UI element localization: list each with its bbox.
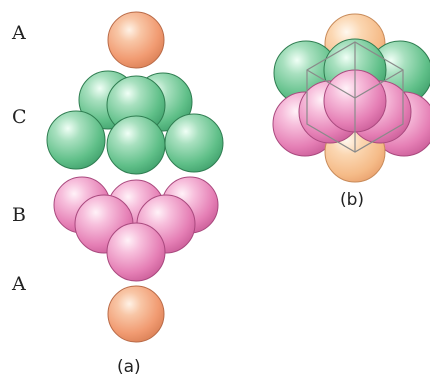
sphere-b-front bbox=[106, 222, 166, 282]
caption-b: (b) bbox=[340, 190, 365, 210]
layer-a-bottom bbox=[107, 285, 165, 343]
sphere-c-front-3 bbox=[164, 113, 224, 173]
layer-label-c: C bbox=[12, 106, 27, 128]
cube-edge-inner-3 bbox=[354, 69, 404, 99]
layer-label-a-top: A bbox=[12, 22, 26, 44]
layer-a-top bbox=[107, 11, 165, 69]
sphere-a-top bbox=[107, 11, 165, 69]
layer-b bbox=[53, 176, 219, 282]
cubic-cluster bbox=[272, 13, 430, 183]
caption-a: (a) bbox=[117, 357, 141, 377]
layer-c bbox=[46, 70, 224, 175]
sphere-c-front-2 bbox=[106, 115, 166, 175]
layer-label-b: B bbox=[12, 204, 26, 226]
cube-outline bbox=[306, 41, 404, 153]
cube-edge-inner-2 bbox=[306, 69, 356, 99]
sphere-a-bottom bbox=[107, 285, 165, 343]
layer-label-a-bottom: A bbox=[12, 273, 26, 295]
sphere-c-front-1 bbox=[46, 110, 106, 170]
